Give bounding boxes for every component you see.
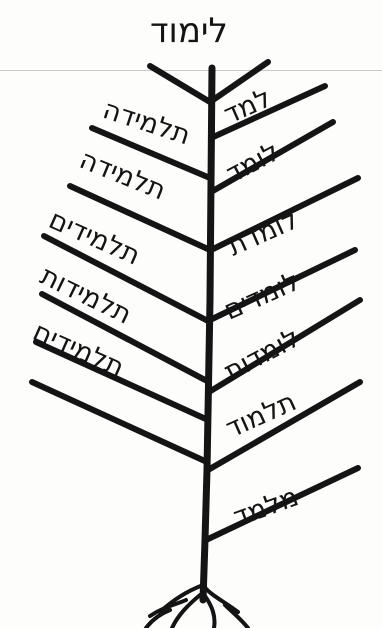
tree-roots — [146, 585, 248, 628]
top-left-branch — [150, 66, 210, 102]
tree-trunk — [203, 68, 212, 600]
root-word-label: לימוד — [150, 14, 228, 48]
left-branch-6 — [32, 382, 207, 462]
